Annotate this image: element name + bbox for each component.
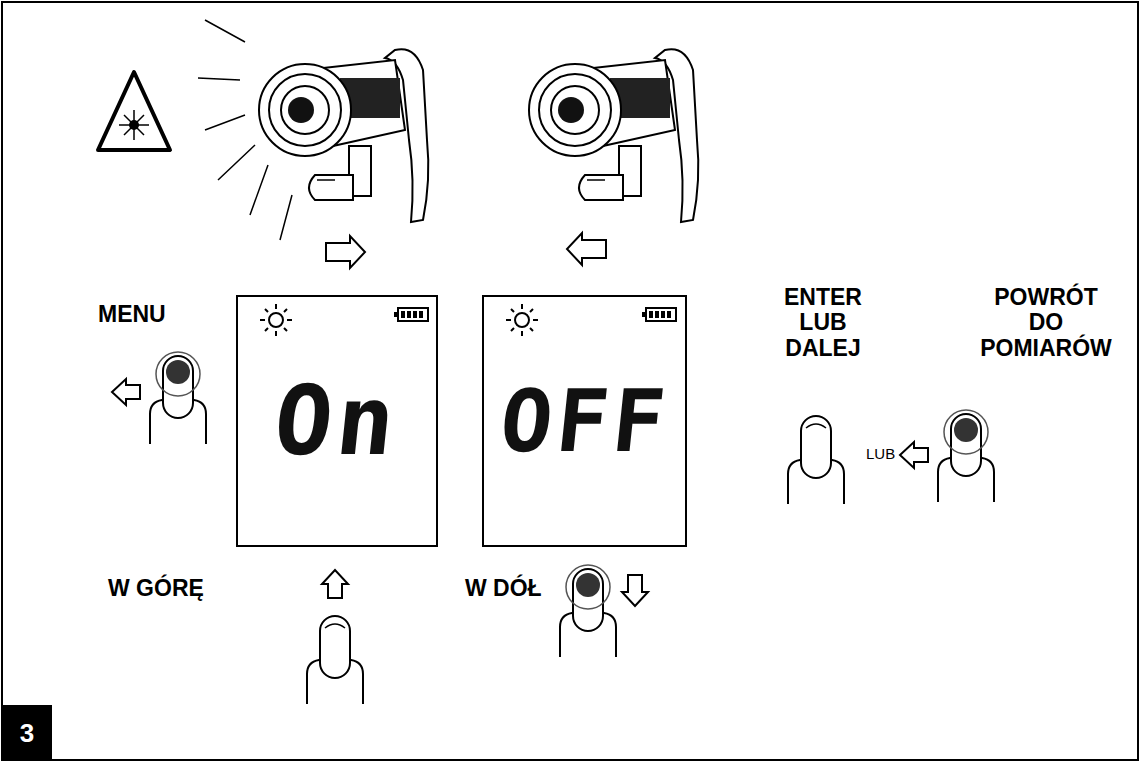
button-pressed — [938, 410, 994, 502]
lcd-screen: On — [236, 295, 438, 547]
connector-word: LUB — [866, 446, 895, 463]
arrow-left — [900, 442, 928, 468]
button-label: POWRÓT DO POMIARÓW — [980, 285, 1112, 361]
arrow-left — [567, 233, 606, 265]
button-label: W DÓŁ — [465, 576, 542, 601]
arrow-left — [112, 379, 140, 405]
laser-icon — [506, 304, 538, 336]
button-pressed — [560, 565, 616, 657]
battery-icon — [642, 308, 676, 321]
lcd-screen-text: On — [269, 365, 404, 477]
laser-warning — [98, 72, 170, 150]
arrow-down — [622, 575, 648, 606]
thermometer-laser-on — [198, 20, 428, 240]
arrow-up — [322, 570, 348, 598]
button — [307, 616, 363, 704]
thermometer-laser-off — [529, 49, 698, 222]
button — [788, 416, 844, 504]
button-pressed — [150, 352, 206, 444]
lcd-screen: OFF — [482, 295, 687, 547]
button-label: MENU — [98, 302, 166, 327]
laser-icon — [260, 304, 292, 336]
arrow-right — [326, 236, 365, 268]
battery-icon — [394, 308, 428, 321]
figure-number: 3 — [2, 705, 52, 761]
button-label: ENTER LUB DALEJ — [784, 285, 862, 361]
lcd-screen-text: OFF — [496, 371, 674, 471]
figure-number-text: 3 — [20, 718, 34, 749]
button-label: W GÓRĘ — [108, 576, 204, 601]
